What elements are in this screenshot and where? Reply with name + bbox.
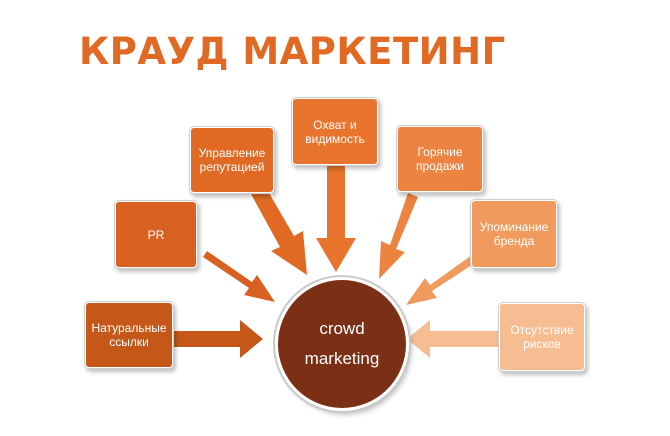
node-natural-links: Натуральные ссылки bbox=[86, 303, 172, 367]
node-no-risks-label: Отсутствие рисков bbox=[510, 323, 574, 351]
arrow-brand bbox=[406, 255, 478, 305]
node-pr-label: PR bbox=[147, 227, 165, 242]
center-line1: crowd bbox=[319, 319, 365, 338]
page-title: КРАУД МАРКЕТИНГ bbox=[79, 30, 506, 73]
arrow-no-risks bbox=[407, 320, 498, 358]
center-circle: crowd marketing bbox=[278, 280, 406, 408]
arrow-hot-sales bbox=[379, 193, 418, 279]
arrow-natural-links bbox=[172, 320, 263, 358]
arrow-pr bbox=[203, 251, 275, 302]
node-reach: Охват и видимость bbox=[293, 99, 377, 164]
node-brand-label: Упоминание бренда bbox=[479, 220, 549, 248]
node-hot-sales-label: Горячие продажи bbox=[416, 145, 464, 173]
node-reputation: Управление репутацией bbox=[191, 128, 273, 192]
node-no-risks: Отсутствие рисков bbox=[500, 304, 584, 370]
node-reputation-label: Управление репутацией bbox=[198, 146, 266, 174]
node-natural-links-label: Натуральные ссылки bbox=[91, 321, 167, 349]
node-pr: PR bbox=[116, 202, 196, 267]
arrow-reach bbox=[316, 166, 356, 272]
node-brand: Упоминание бренда bbox=[472, 201, 556, 267]
node-hot-sales: Горячие продажи bbox=[398, 127, 482, 191]
node-reach-label: Охват и видимость bbox=[305, 117, 365, 146]
arrow-reputation bbox=[251, 186, 307, 275]
center-line2: marketing bbox=[304, 349, 380, 368]
